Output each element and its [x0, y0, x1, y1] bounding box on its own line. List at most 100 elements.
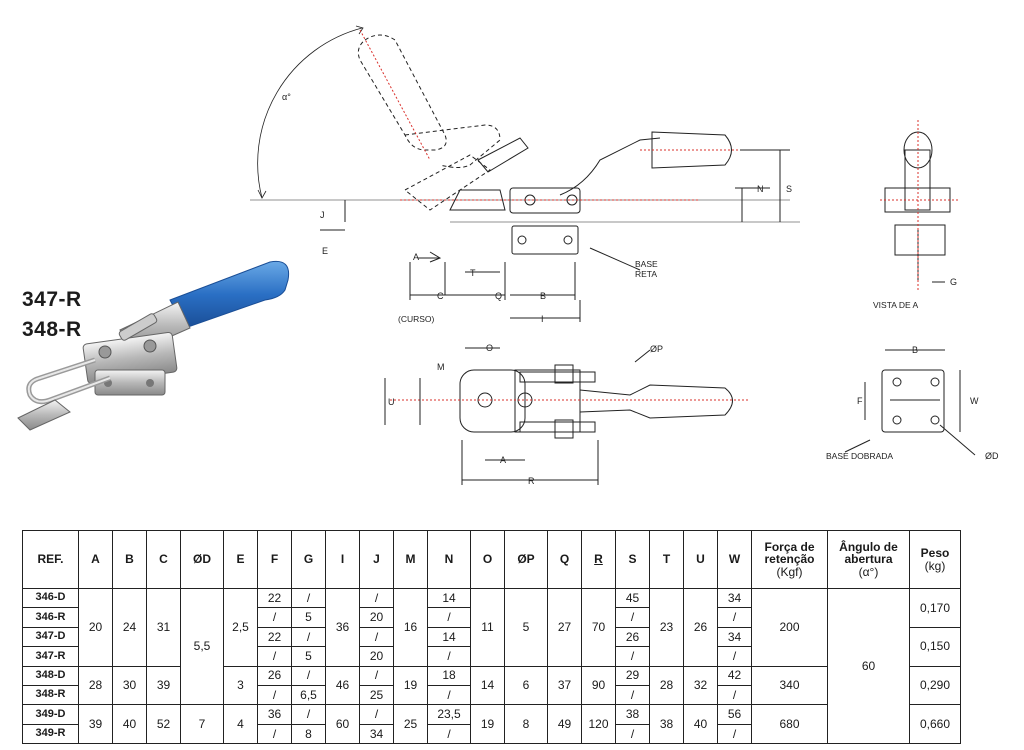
label-a: A [413, 252, 419, 262]
col-o: O [470, 530, 505, 589]
cell-s: / [615, 646, 650, 667]
cell-a: 28 [78, 665, 113, 706]
col-peso: Peso (kg) [909, 530, 961, 589]
cell-f: 22 [257, 587, 292, 609]
cell-w: 56 [717, 704, 752, 725]
cell-r: 90 [581, 665, 616, 706]
cell-e: 2,5 [223, 588, 258, 667]
col-forca-retencao: Força de retenção (Kgf) [751, 530, 828, 589]
label-w: W [970, 396, 979, 406]
col-p: ØP [504, 530, 548, 589]
cell-s: / [615, 723, 650, 745]
cell-s: 26 [615, 626, 650, 648]
label-diameter-p: ØP [650, 344, 663, 354]
peso-label-2: (kg) [924, 558, 946, 573]
cell-f: 26 [257, 665, 292, 686]
ref-cell: 346-R [22, 607, 79, 628]
cell-b: 40 [112, 704, 147, 744]
cell-w: / [717, 607, 752, 628]
col-j: J [359, 530, 394, 589]
ref-cell: 347-D [22, 626, 79, 648]
col-angulo-abertura: Ângulo de abertura (α°) [827, 530, 910, 589]
cell-g: 8 [291, 723, 326, 745]
cell-o: 11 [470, 588, 505, 667]
label-e: E [322, 246, 328, 256]
cell-u: 32 [683, 665, 718, 706]
cell-j: / [359, 665, 394, 686]
cell-g: 5 [291, 646, 326, 667]
cell-f: / [257, 723, 292, 745]
col-e: E [223, 530, 258, 589]
cell-d: 5,5 [180, 587, 224, 706]
cell-c: 52 [146, 704, 181, 744]
cell-c: 39 [146, 665, 181, 706]
cell-g: 6,5 [291, 684, 326, 706]
cell-p: 8 [504, 704, 548, 744]
label-curso: (CURSO) [398, 314, 435, 324]
cell-g: / [291, 626, 326, 648]
cell-forca: 340 [751, 665, 828, 706]
cell-a: 20 [78, 588, 113, 667]
cell-j: 34 [359, 723, 394, 745]
cell-r: 70 [581, 588, 616, 667]
product-photo [17, 260, 290, 431]
angulo-label-3: (α°) [858, 564, 879, 579]
cell-peso: 0,150 [909, 626, 961, 667]
cell-w: / [717, 723, 752, 745]
technical-drawings: α° J E A T C Q B I (CURSO) BASE RETA N S… [250, 25, 999, 486]
col-c: C [146, 530, 181, 589]
forca-label-1: Força de [764, 539, 815, 554]
cell-s: 45 [615, 587, 650, 609]
label-q: Q [495, 291, 502, 301]
cell-i: 36 [325, 588, 360, 667]
cell-w: / [717, 684, 752, 706]
cell-n: / [427, 684, 471, 706]
table-row: 346-R / 5 20 / / / [22, 607, 961, 628]
label-vista-de-a: VISTA DE A [873, 300, 919, 310]
cell-d: 7 [180, 704, 224, 744]
cell-g: / [291, 704, 326, 725]
cell-o: 19 [470, 704, 505, 744]
label-b-base: B [912, 345, 918, 355]
label-base-reta-1: BASE [635, 259, 658, 269]
cell-j: 25 [359, 684, 394, 706]
cell-f: / [257, 607, 292, 628]
col-w: W [717, 530, 752, 589]
specification-table: REF. A B C ØD E F G I J M N O ØP Q R S T… [22, 530, 961, 745]
cell-i: 46 [325, 665, 360, 706]
angulo-label-1: Ângulo de [839, 539, 898, 554]
cell-j: / [359, 626, 394, 648]
col-q: Q [547, 530, 582, 589]
cell-u: 40 [683, 704, 718, 744]
table-row: 346-D 20 24 31 5,5 2,5 22 / 36 / 16 14 1… [22, 587, 961, 744]
cell-s: 38 [615, 704, 650, 725]
table-row: 349-D 39 40 52 7 4 36 / 60 / 25 23,5 19 … [22, 704, 961, 744]
cell-w: 34 [717, 626, 752, 648]
cell-e: 3 [223, 665, 258, 706]
cell-forca: 680 [751, 704, 828, 744]
ref-cell: 348-R [22, 684, 79, 706]
col-r: R [581, 530, 616, 589]
label-b: B [540, 291, 546, 301]
label-s: S [786, 184, 792, 194]
cell-u: 26 [683, 588, 718, 667]
ref-cell: 346-D [22, 587, 79, 609]
cell-o: 14 [470, 665, 505, 706]
label-r: R [528, 476, 535, 486]
table-row: 348-D 28 30 39 3 26 / 46 / 19 18 14 6 37… [22, 665, 961, 706]
cell-n: / [427, 723, 471, 745]
col-g: G [291, 530, 326, 589]
cell-f: 22 [257, 626, 292, 648]
col-ref: REF. [22, 530, 79, 589]
cell-t: 38 [649, 704, 684, 744]
label-alpha: α° [282, 92, 291, 102]
cell-g: / [291, 587, 326, 609]
cell-f: / [257, 646, 292, 667]
label-diameter-d: ØD [985, 451, 999, 461]
cell-m: 16 [393, 588, 428, 667]
label-g: G [950, 277, 957, 287]
cell-n: 14 [427, 587, 471, 609]
cell-n: 23,5 [427, 704, 471, 725]
label-c: C [437, 291, 444, 301]
col-b: B [112, 530, 147, 589]
